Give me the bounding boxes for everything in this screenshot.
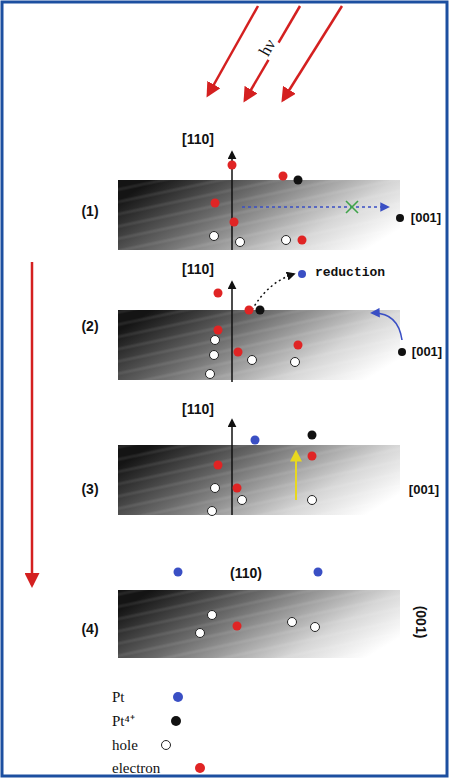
- block-cross: [346, 201, 358, 213]
- legend-text: Pt: [112, 689, 125, 706]
- direction-label: [110]: [182, 132, 214, 147]
- migration-arrow: [242, 206, 388, 208]
- legend-swatch: [173, 692, 183, 702]
- legend-text: electron: [112, 760, 160, 777]
- direction-arrows: [231, 152, 233, 515]
- hole-swatch: [161, 740, 171, 750]
- reduction-arrow: [252, 274, 294, 310]
- legend-swatch: [171, 716, 181, 726]
- legend-text: Pt⁴⁺: [112, 713, 135, 730]
- facet-label: (110): [230, 566, 262, 581]
- particles: [174, 161, 407, 638]
- legend-swatch: [195, 763, 205, 773]
- process-arrow: [31, 262, 34, 585]
- facet-label: (001): [412, 606, 427, 639]
- panel-number: (2): [81, 319, 98, 334]
- direction-label: [001]: [411, 211, 441, 225]
- panel-number: (1): [81, 204, 98, 219]
- panel-number: (3): [81, 482, 98, 497]
- legend-text: hole: [112, 737, 138, 754]
- crystal-slabs: [118, 180, 400, 658]
- direction-label: [001]: [412, 345, 442, 359]
- direction-label: [110]: [182, 262, 214, 277]
- light-arrows: [208, 6, 342, 100]
- direction-label: [001]: [409, 483, 439, 497]
- transfer-arrow: [295, 452, 297, 500]
- process-label: reduction: [315, 266, 385, 280]
- migration-arrow: [372, 313, 402, 340]
- panel-number: (4): [81, 622, 98, 637]
- light-label: hν: [255, 35, 281, 62]
- direction-label: [110]: [182, 402, 214, 417]
